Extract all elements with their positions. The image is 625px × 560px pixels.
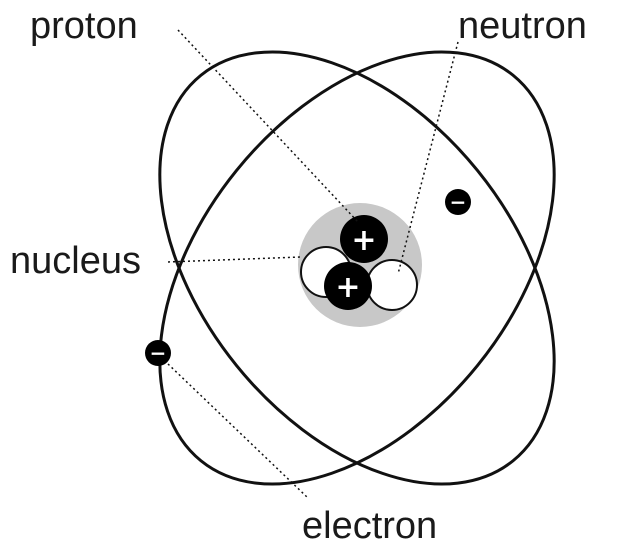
- electron-icon: −: [445, 189, 471, 215]
- proton-icon: +: [324, 262, 372, 310]
- neutron-label: neutron: [458, 5, 587, 47]
- nucleus-label: nucleus: [10, 240, 141, 282]
- proton-charge-sign: +: [335, 270, 360, 305]
- proton-charge-sign: +: [351, 223, 376, 258]
- electron-charge-sign: −: [450, 190, 467, 214]
- proton-leader-line: [177, 29, 359, 223]
- proton-icon: +: [340, 215, 388, 263]
- proton-label: proton: [30, 5, 138, 47]
- neutron-leader-line: [397, 41, 459, 275]
- orbit-ellipse-a: [158, 50, 556, 486]
- orbit-ellipse-b: [158, 50, 556, 486]
- electron-leader-line: [167, 363, 309, 499]
- neutron-icon: [366, 259, 418, 311]
- electron-charge-sign: −: [150, 341, 167, 365]
- electron-icon: −: [145, 340, 171, 366]
- nucleus-leader-line: [167, 256, 301, 263]
- electron-label: electron: [302, 505, 437, 547]
